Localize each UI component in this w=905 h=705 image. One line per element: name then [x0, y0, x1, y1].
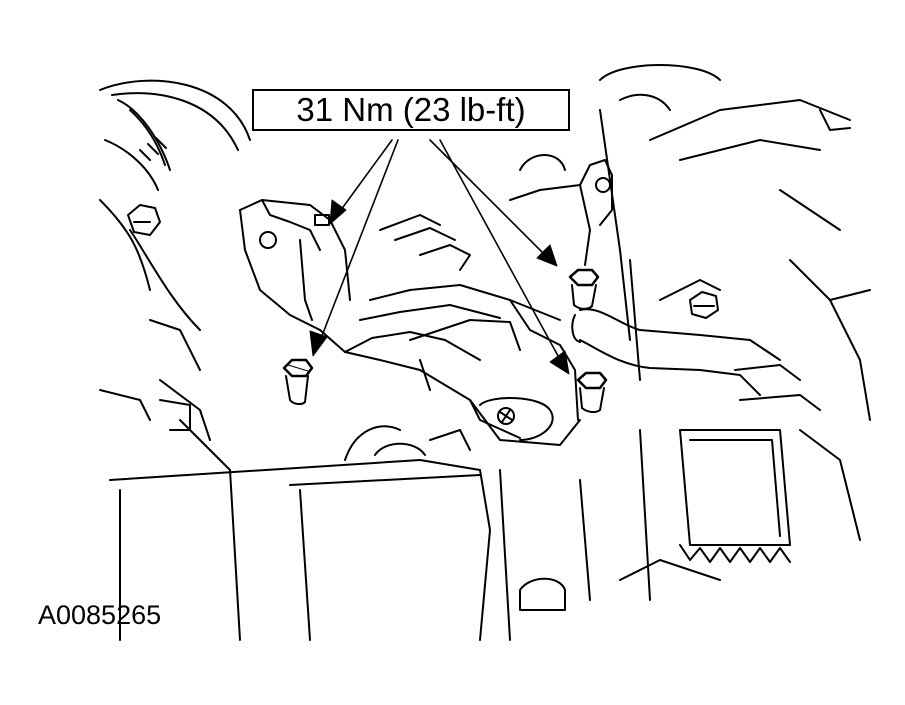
- left-hex-bolt: [128, 205, 160, 235]
- arrowhead-upper-left: [330, 200, 346, 224]
- arrowhead-lower-left: [310, 331, 327, 356]
- torque-callout-label: 31 Nm (23 lb-ft): [252, 89, 570, 131]
- bolt-lower-left: [284, 360, 312, 404]
- bolt-upper-left: [315, 215, 329, 225]
- upper-left-housing: [100, 81, 250, 330]
- arrowhead-lower-right: [550, 351, 569, 374]
- right-upper-bracket: [510, 155, 612, 265]
- bolt-lower-right: [578, 373, 606, 412]
- coolant-tube: [572, 309, 780, 395]
- mounting-bracket: [240, 200, 580, 445]
- leader-arrowheads: [310, 200, 569, 374]
- right-housing: [600, 65, 870, 420]
- lower-engine-block: [100, 320, 590, 640]
- bolt-upper-right: [570, 270, 598, 309]
- arrowhead-upper-right: [537, 245, 557, 266]
- torque-leader-lines: [318, 140, 563, 365]
- figure-id-label: A0085265: [38, 600, 162, 630]
- right-hex-bolt: [690, 292, 718, 318]
- right-component-wiring: [620, 365, 860, 600]
